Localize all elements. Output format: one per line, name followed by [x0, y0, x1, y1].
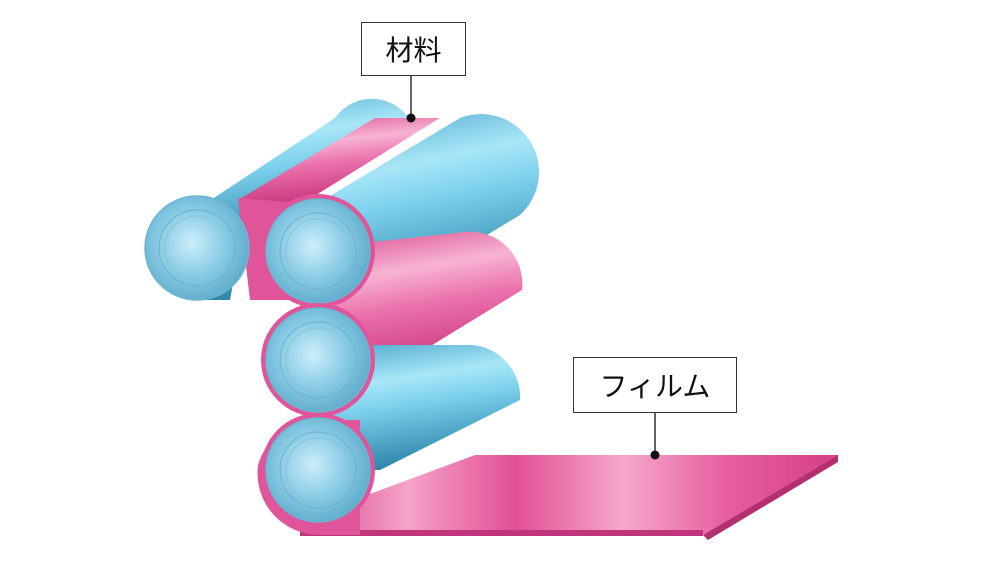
leader-film	[650, 413, 660, 460]
material-label-text: 材料	[385, 34, 442, 67]
film-sheet	[300, 455, 838, 540]
material-label: 材料	[361, 22, 466, 76]
leader-dot-icon	[650, 450, 660, 460]
film-label-text: フィルム	[599, 370, 711, 403]
roller-face-4	[261, 413, 375, 527]
leader-material	[406, 76, 416, 123]
roller-face-1	[144, 195, 250, 301]
roller-face-2	[261, 194, 375, 308]
roller-face-3	[261, 303, 375, 417]
leader-dot-icon	[406, 113, 416, 123]
film-label: フィルム	[573, 357, 737, 413]
